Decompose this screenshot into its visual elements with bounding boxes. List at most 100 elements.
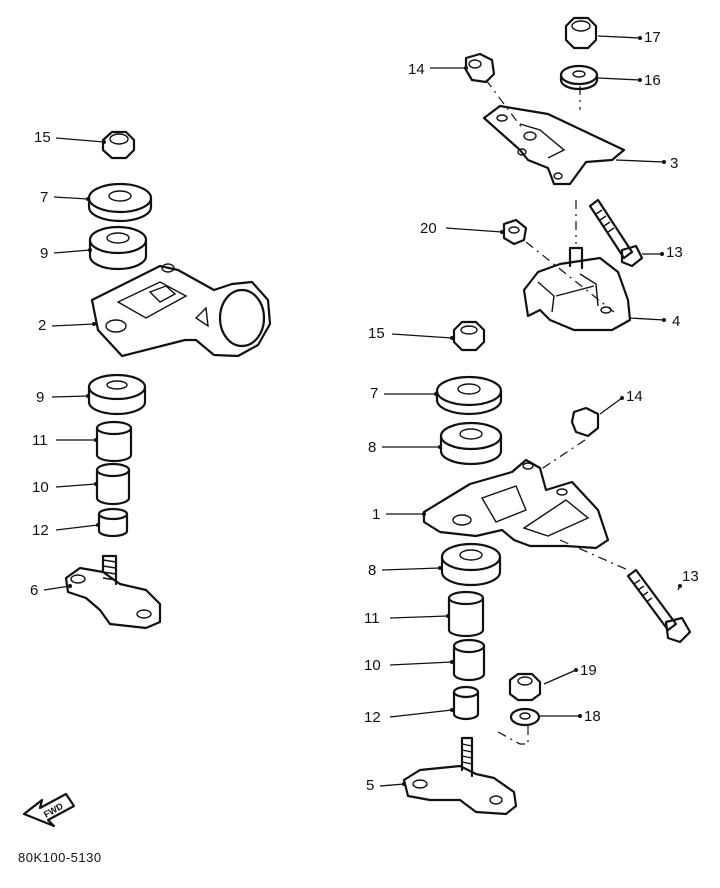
leader-line-12 <box>389 709 453 718</box>
part-8-cushion-lower <box>440 542 502 587</box>
callout-label-17: 17 <box>644 29 661 46</box>
leader-dot-10 <box>94 482 98 486</box>
leader-dot-3 <box>662 160 666 164</box>
callout-label-5: 5 <box>366 777 374 794</box>
callout-label-14: 14 <box>408 61 425 78</box>
leader-dot-13 <box>660 252 664 256</box>
callout-label-1: 1 <box>372 506 380 523</box>
leader-line-15 <box>55 137 105 143</box>
callout-label-10: 10 <box>32 479 49 496</box>
leader-dot-14 <box>620 396 624 400</box>
leader-line-3 <box>615 159 665 163</box>
part-5-stud-plate <box>402 736 518 816</box>
leader-dot-17 <box>638 36 642 40</box>
leader-line-11 <box>389 615 449 619</box>
part-16-washer <box>559 64 599 91</box>
leader-line-12 <box>55 524 99 531</box>
leader-dot-7 <box>86 197 90 201</box>
leader-dot-20 <box>500 230 504 234</box>
part-7-washer-right <box>435 375 503 416</box>
callout-label-9: 9 <box>36 389 44 406</box>
part-19-nut <box>508 672 542 702</box>
part-14-grommet-lower <box>570 406 600 438</box>
callout-label-14: 14 <box>626 388 643 405</box>
part-9-cushion-upper-left <box>88 225 148 271</box>
leader-line-16 <box>597 77 641 81</box>
part-20-grommet <box>502 218 528 246</box>
leader-dot-12 <box>450 708 454 712</box>
callout-label-7: 7 <box>370 385 378 402</box>
leader-dot-14 <box>464 66 468 70</box>
fwd-arrow-icon: FWD <box>22 792 76 828</box>
leader-dot-1 <box>422 512 426 516</box>
leader-dot-5 <box>402 782 406 786</box>
part-10-collar-left <box>95 462 131 506</box>
leader-dot-4 <box>662 318 666 322</box>
part-18-washer <box>509 707 541 727</box>
callout-label-20: 20 <box>420 220 437 237</box>
leader-line-17 <box>597 35 641 39</box>
part-2-bracket <box>90 263 272 358</box>
part-8-cushion-upper <box>439 421 503 466</box>
leader-line-9 <box>53 249 91 254</box>
leader-dot-12 <box>96 523 100 527</box>
callout-label-12: 12 <box>32 522 49 539</box>
leader-dot-9 <box>88 248 92 252</box>
leader-dot-18 <box>578 714 582 718</box>
leader-line-5 <box>379 783 405 787</box>
callout-label-9: 9 <box>40 245 48 262</box>
leader-line-10 <box>55 483 97 488</box>
leader-dot-15 <box>102 140 106 144</box>
callout-label-16: 16 <box>644 72 661 89</box>
part-4-engine-mount <box>522 246 632 332</box>
leader-line-20 <box>445 227 503 233</box>
part-6-stud-plate <box>64 554 162 630</box>
leader-line-19 <box>543 669 577 685</box>
part-15-nut-right <box>452 320 486 352</box>
callout-label-18: 18 <box>584 708 601 725</box>
assembly-dash-lines <box>485 79 629 745</box>
callout-label-19: 19 <box>580 662 597 679</box>
callout-label-12: 12 <box>364 709 381 726</box>
callout-label-10: 10 <box>364 657 381 674</box>
part-3-bracket <box>482 104 626 186</box>
leader-dot-16 <box>638 78 642 82</box>
callout-label-3: 3 <box>670 155 678 172</box>
part-13-bolt-lower <box>626 568 692 644</box>
leader-line-10 <box>389 661 453 666</box>
leader-dot-8 <box>438 566 442 570</box>
callout-label-11: 11 <box>364 610 380 627</box>
callout-label-6: 6 <box>30 582 38 599</box>
leader-line-7 <box>53 196 89 200</box>
callout-label-8: 8 <box>368 439 376 456</box>
callout-label-7: 7 <box>40 189 48 206</box>
callout-label-15: 15 <box>368 325 385 342</box>
callout-label-8: 8 <box>368 562 376 579</box>
part-7-washer-left <box>87 182 153 223</box>
part-10-collar-right <box>452 638 486 682</box>
leader-dot-15 <box>450 336 454 340</box>
part-13-bolt-upper <box>588 198 644 268</box>
callout-label-13: 13 <box>666 244 683 261</box>
leader-line-15 <box>391 333 453 339</box>
leader-dot-6 <box>68 584 72 588</box>
leader-dot-8 <box>438 445 442 449</box>
leader-dot-9 <box>86 394 90 398</box>
callout-label-13: 13 <box>682 568 699 585</box>
leader-line-9 <box>51 395 89 398</box>
callout-label-4: 4 <box>672 313 680 330</box>
leader-line-2 <box>51 323 95 327</box>
leader-dot-11 <box>446 614 450 618</box>
part-9-cushion-lower-left <box>87 373 147 416</box>
diagram-code: 80K100-5130 <box>18 850 102 865</box>
part-11-collar-right <box>447 590 485 638</box>
leader-dot-10 <box>450 660 454 664</box>
part-12-collar-left <box>97 507 129 538</box>
leader-dot-11 <box>94 438 98 442</box>
leader-dot-7 <box>434 392 438 396</box>
leader-line-4 <box>629 317 665 321</box>
part-14-grommet-upper <box>464 52 496 84</box>
part-1-bracket <box>422 458 610 550</box>
